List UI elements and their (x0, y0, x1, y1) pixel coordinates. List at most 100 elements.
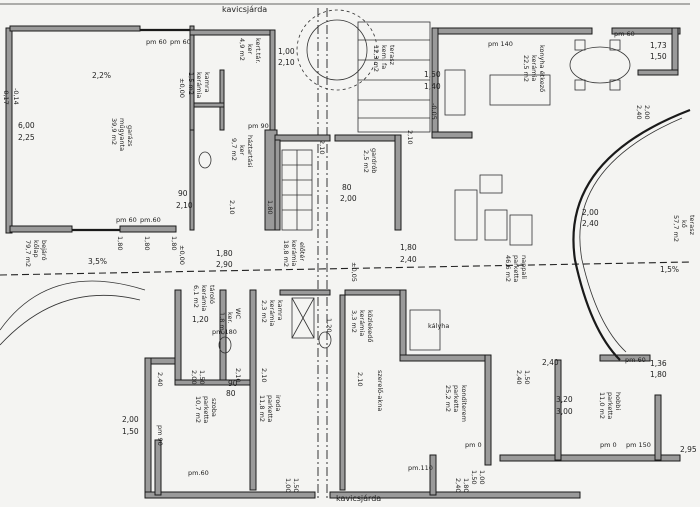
dim-label: 1,50 (424, 70, 441, 79)
room-floor: ker (238, 145, 246, 156)
room-area: 39,9 m2 (110, 118, 118, 145)
room-name: hobbi (614, 392, 622, 410)
room-area: 9,7 m2 (230, 138, 238, 161)
dim-label: 1,50 (122, 427, 139, 436)
room-area: 10,7 m2 (194, 396, 202, 423)
room-floor: ker. (226, 312, 234, 324)
dim-label: 2,90 (216, 260, 233, 269)
dim-label: 2,00 (190, 370, 198, 384)
room-name: kamra (276, 300, 284, 321)
dim-label: 1,50 (523, 370, 531, 384)
door-label: pm 150 (626, 441, 651, 449)
dim-label: 1,73 (650, 41, 667, 50)
room-area: 2,3 m2 (260, 300, 268, 323)
room-area: 18,8 m2 (282, 240, 290, 267)
room-name: konditerem (460, 385, 468, 422)
dim-label: 90 (228, 379, 238, 388)
kalyha-label: kályha (428, 322, 449, 330)
door-label: pm 60 (614, 30, 635, 38)
room-floor: kerámia (530, 55, 538, 81)
dim-label: 2,40 (582, 219, 599, 228)
room-name: szoba (210, 398, 218, 417)
dim-label: 1,80 (143, 236, 151, 250)
dim-label: 1,50 (470, 470, 478, 484)
dim-label: 1,80 (216, 249, 233, 258)
room-name: gardrób (370, 148, 378, 173)
dim-label: ±0,05 (350, 262, 358, 282)
kavicsjarda-label: kavicsjárda (336, 494, 381, 503)
dim-label: 2,95 (680, 445, 697, 454)
room-name: kert.tár. (254, 38, 262, 64)
terrace-circle (296, 9, 378, 91)
slope-label: 3,5% (88, 257, 107, 266)
room-name: nappali (520, 255, 528, 279)
room-name: tároló (208, 285, 216, 304)
door-label: pm 60 (625, 356, 646, 364)
room-floor: parketta (266, 395, 274, 422)
room-area: 25,2 m2 (444, 385, 452, 412)
dim-label: 2,10 (318, 140, 326, 154)
dim-label: 2,00 (340, 194, 357, 203)
dim-label: 2,10 (356, 372, 364, 386)
dim-label: 1,00 (478, 470, 486, 484)
dim-label: 2,10 (260, 368, 268, 382)
room-area: 79,7 m2 (24, 240, 32, 267)
dim-label: 6,00 (18, 121, 35, 130)
room-hobbi: hobbi parketta 11,0 m2 (598, 392, 622, 419)
dim-label: 2,10 (278, 58, 295, 67)
room-floor: kerámia (358, 310, 366, 336)
room-area: 46,6 m2 (504, 255, 512, 282)
room-floor: parketta (452, 385, 460, 412)
room-name: terasz (388, 45, 396, 66)
kavicsjarda-label: kavicsjárda (222, 5, 267, 14)
slope-label: 2,2% (92, 71, 111, 80)
dim-label: 2,40 (635, 105, 643, 119)
room-iroda: iroda parketta 11,8 m2 (258, 395, 282, 422)
dim-label: 1,20 (325, 318, 333, 332)
dim-label: 1,50 (292, 478, 300, 492)
room-garazs: garázs műgyanta 39,9 m2 (110, 118, 134, 151)
door-label: pm 90 (248, 122, 269, 130)
room-haztartasi: háztartási ker 9,7 m2 (230, 135, 254, 168)
door-label: pm 0 (465, 441, 482, 449)
room-konditerem: konditerem parketta 25,2 m2 (444, 385, 468, 422)
dim-label: 2,40 (400, 255, 417, 264)
dim-label: 80 (342, 183, 352, 192)
room-terasz-top: terasz kem. fa 12,3 m2 (372, 45, 396, 72)
room-area: 22,5 m2 (522, 55, 530, 82)
plan-annotations: kavicsjárda kavicsjárda 2,2% 3,5% 1,5% k… (88, 5, 679, 503)
room-floor: parketta (512, 255, 520, 282)
dim-label: 2,40 (454, 478, 462, 492)
room-szoba-left: szoba parketta 10,7 m2 (194, 396, 218, 423)
staircase (281, 149, 313, 231)
dim-label: 1,50 (650, 52, 667, 61)
room-area: 4,9 m2 (238, 38, 246, 61)
door-label: pm.110 (408, 464, 433, 472)
room-kozlekedo: közlekedő kerámia 3,3 m2 (350, 310, 375, 342)
dimension-labels: 1,00 2,10 1,50 1,40 -0,05 1,73 1,50 2,00… (2, 41, 697, 492)
svg-text:garázs: garázs (126, 125, 134, 147)
door-label: pm 180 (212, 328, 237, 336)
dim-label: 3,00 (556, 407, 573, 416)
dim-label: 1,80 (400, 243, 417, 252)
room-floor: műgyanta (118, 118, 127, 151)
room-floor: ker (246, 44, 254, 55)
door-label: pm 60 (170, 38, 191, 46)
room-area: 1,8 m2 (218, 312, 226, 335)
dim-label: 1,00 (284, 478, 292, 492)
dim-label: 1,00 (278, 47, 295, 56)
room-floor: kerámia (268, 300, 276, 326)
room-kamra: kamra kerámia 1,5 m2 (187, 72, 211, 98)
room-name: konyha étkező (538, 45, 547, 92)
room-floor: kem. fa (380, 45, 388, 69)
room-bejaro: bejáró kőlap 79,7 m2 (24, 240, 48, 267)
dim-label: -0,05 (430, 103, 438, 120)
room-floor: parketta (202, 396, 210, 423)
room-name: WC (234, 308, 242, 319)
room-kert-tar: kert.tár. ker 4,9 m2 (238, 38, 262, 64)
room-name: háztartási (246, 135, 254, 168)
dim-label: 2,00 (582, 208, 599, 217)
door-label: pm.60 (188, 469, 209, 477)
room-area: 11,8 m2 (258, 395, 266, 422)
